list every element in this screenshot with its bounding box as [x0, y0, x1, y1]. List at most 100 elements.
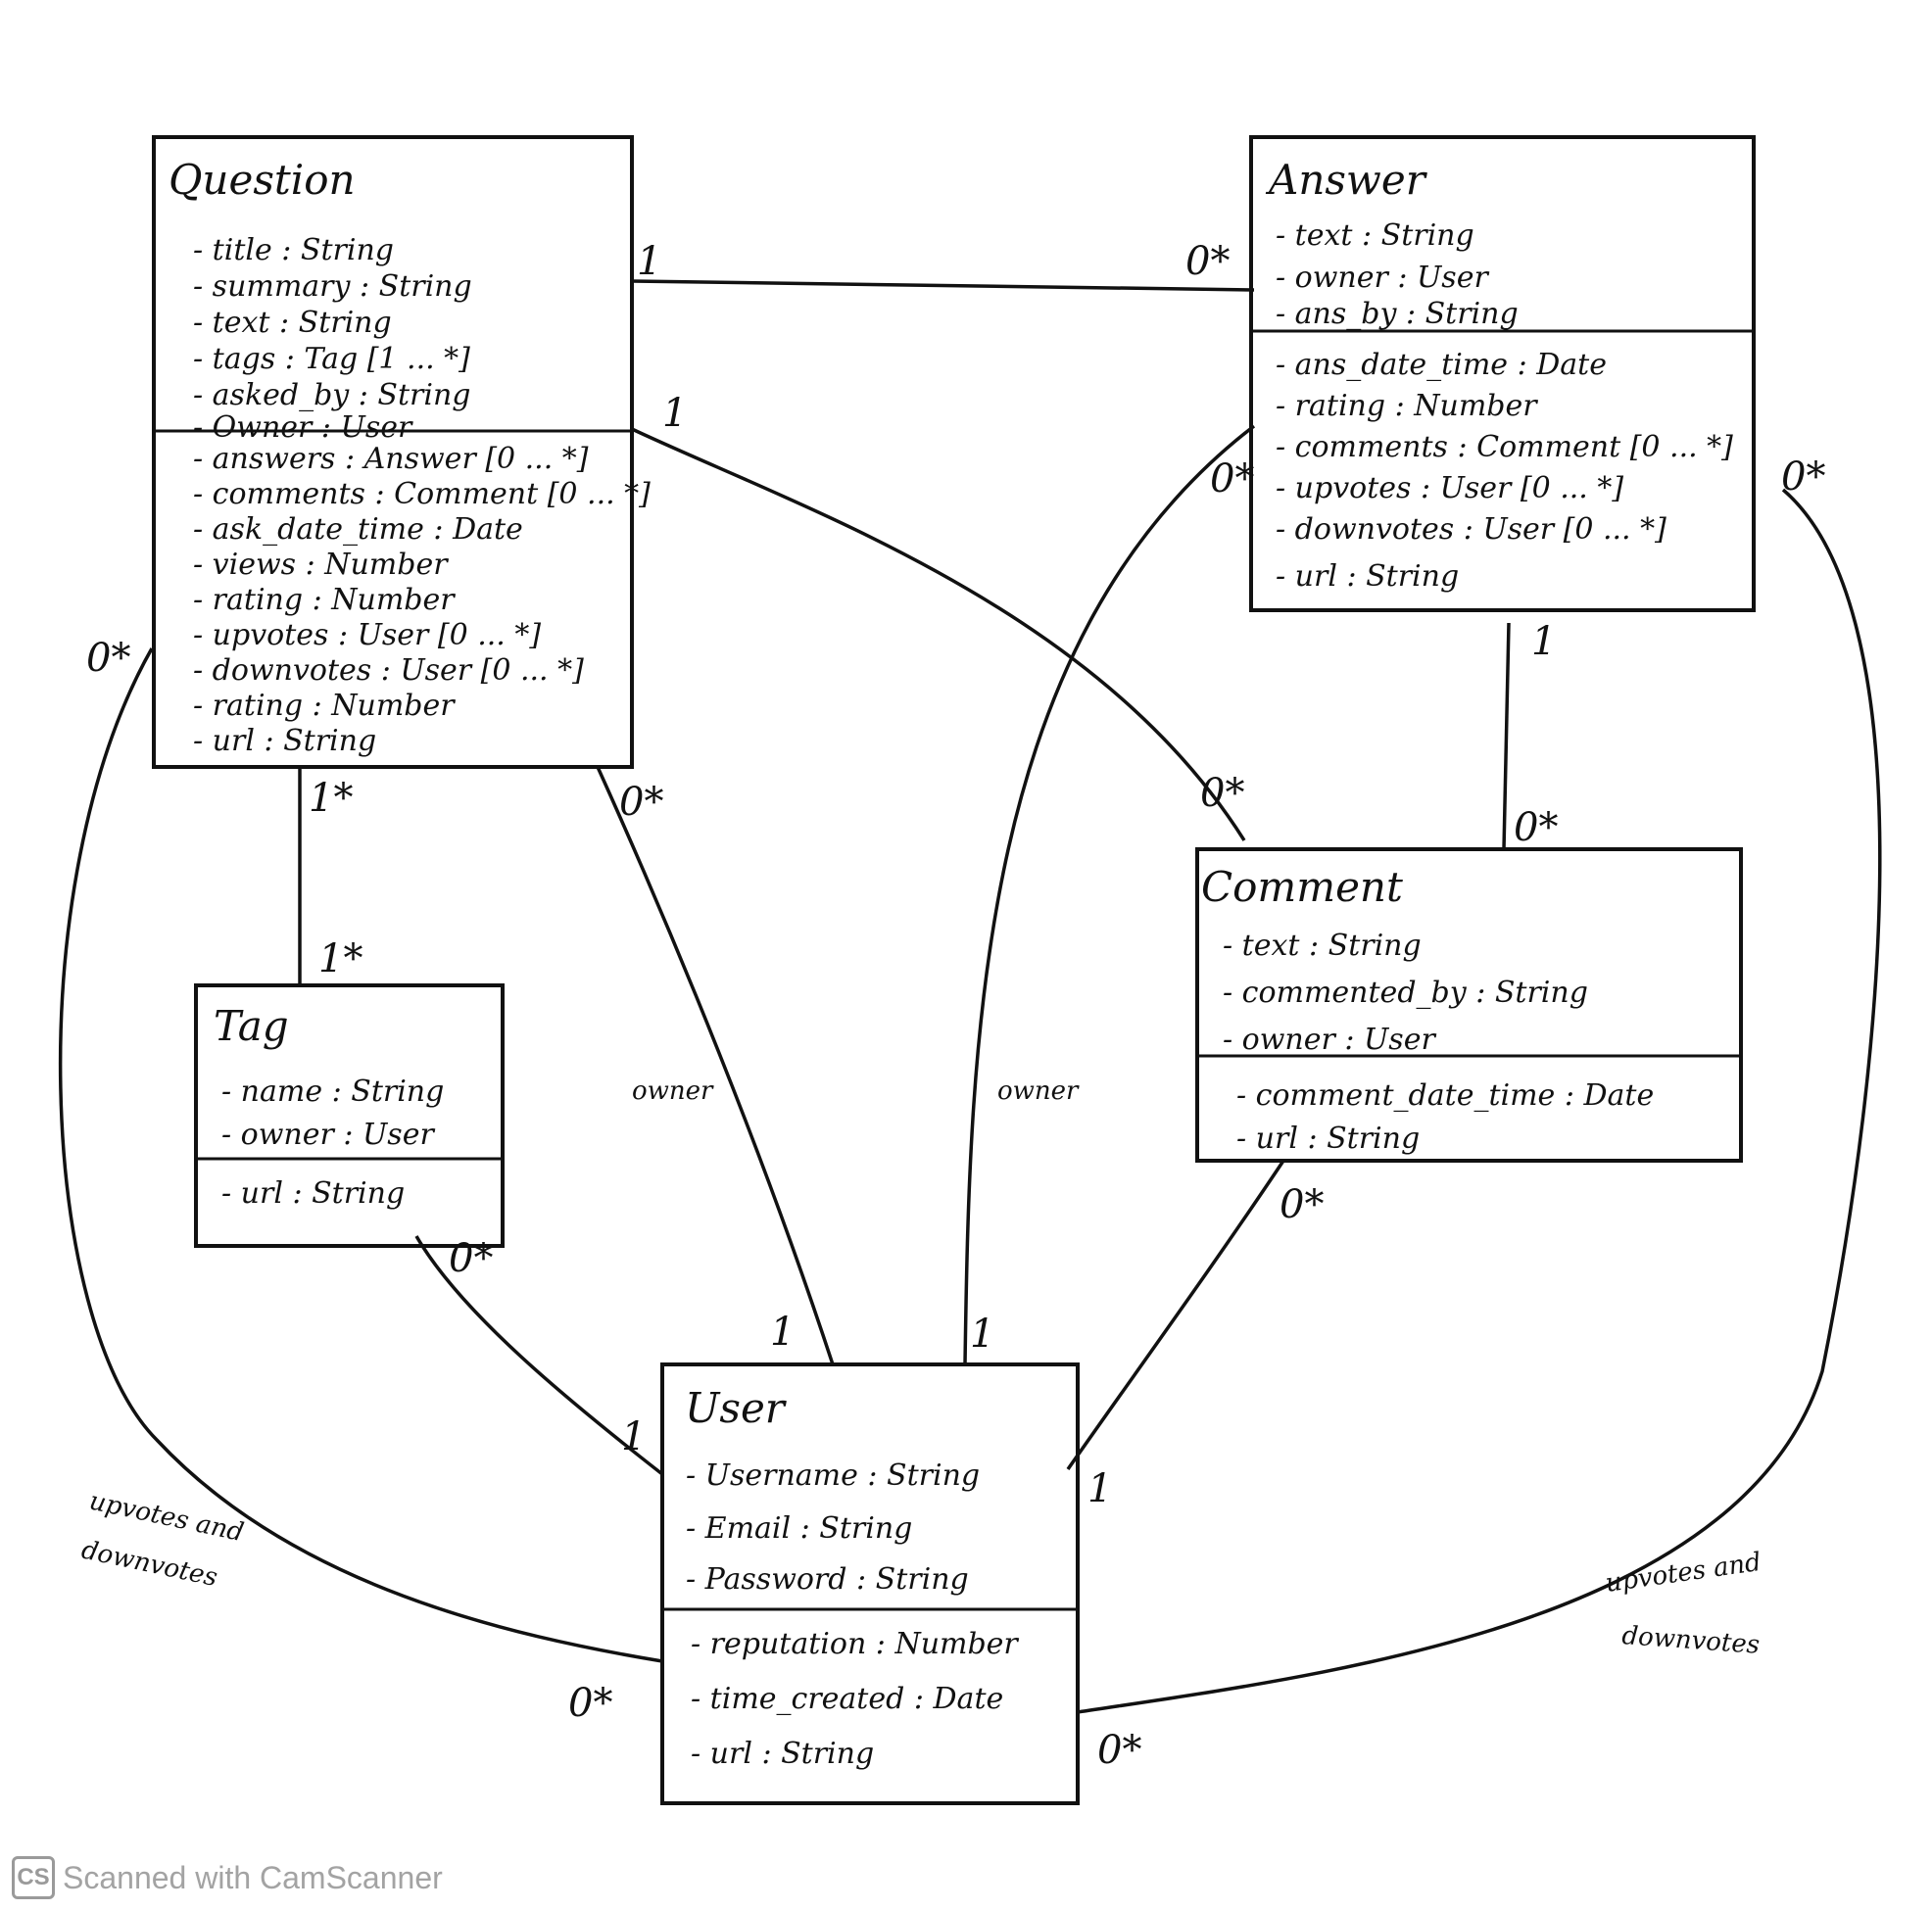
- multiplicity-label: 1: [770, 1310, 795, 1355]
- attribute: - ans_by : String: [1276, 297, 1519, 331]
- class-answer-name: Answer: [1265, 156, 1428, 204]
- multiplicities: 1 0* 1 0* 1* 1* 0* 1 1 0* 0* 1 0* 1 0* 1…: [86, 239, 1825, 1773]
- attribute: - text : String: [193, 306, 392, 340]
- class-user-methods: - reputation : Number - time_created : D…: [691, 1627, 1019, 1771]
- class-question-name: Question: [169, 156, 356, 204]
- class-question: Question - title : String - summary : St…: [152, 135, 651, 769]
- class-tag-attributes: - name : String - owner : User: [221, 1075, 444, 1152]
- assoc-answer-user: [963, 424, 1256, 1365]
- attribute: - summary : String: [193, 269, 472, 304]
- role-label: owner: [632, 1076, 714, 1106]
- class-question-box: [152, 135, 634, 769]
- class-user-name: User: [685, 1384, 788, 1432]
- assoc-answer-comment: [1502, 622, 1511, 850]
- attribute: - text : String: [1223, 929, 1422, 963]
- attribute: - url : String: [691, 1737, 874, 1771]
- class-tag: Tag - name : String - owner : User - url…: [194, 983, 505, 1248]
- multiplicity-label: 1: [621, 1414, 646, 1459]
- class-comment: Comment - text : String - commented_by :…: [1195, 847, 1743, 1163]
- attribute: - url : String: [193, 724, 376, 758]
- attribute: - commented_by : String: [1223, 976, 1588, 1010]
- role-label: owner: [997, 1076, 1080, 1106]
- class-comment-methods: - comment_date_time : Date - url : Strin…: [1236, 1078, 1654, 1156]
- role-label: downvotes: [1621, 1621, 1762, 1660]
- attribute: - asked_by : String: [193, 378, 471, 412]
- multiplicity-label: 1: [1531, 619, 1556, 664]
- multiplicity-label: 0*: [1097, 1728, 1141, 1773]
- attribute: - rating : Number: [193, 583, 456, 617]
- assoc-tag-user: [414, 1235, 664, 1476]
- attribute: - url : String: [221, 1176, 405, 1211]
- attribute: - ans_date_time : Date: [1276, 348, 1607, 382]
- attribute: - Owner : User: [193, 410, 413, 445]
- attribute: - Username : String: [686, 1458, 980, 1493]
- attribute: - views : Number: [193, 548, 449, 582]
- attribute: - owner : User: [1223, 1023, 1436, 1057]
- class-answer-methods: - ans_date_time : Date - rating : Number…: [1276, 348, 1733, 594]
- attribute: - upvotes : User [0 ... *]: [193, 618, 541, 652]
- multiplicity-label: 0*: [568, 1681, 612, 1726]
- class-comment-box: [1195, 847, 1743, 1163]
- multiplicity-label: 1: [1087, 1466, 1112, 1511]
- attribute: - comments : Comment [0 ... *]: [1276, 430, 1733, 464]
- multiplicity-label: 0*: [449, 1236, 493, 1281]
- multiplicity-label: 1: [970, 1312, 994, 1357]
- multiplicity-label: 1*: [309, 776, 353, 821]
- camscanner-logo: CS: [12, 1856, 55, 1899]
- attribute: - ask_date_time : Date: [193, 512, 523, 547]
- attribute: - url : String: [1276, 559, 1459, 594]
- multiplicity-label: 0*: [1280, 1182, 1324, 1227]
- assoc-question-answer: [631, 279, 1255, 292]
- attribute: - name : String: [221, 1075, 444, 1109]
- attribute: - comments : Comment [0 ... *]: [193, 477, 651, 511]
- role-label: upvotes and: [1604, 1548, 1763, 1599]
- class-answer-box: [1249, 135, 1756, 612]
- class-tag-box: [194, 983, 505, 1248]
- attribute: - rating : Number: [193, 689, 456, 723]
- multiplicity-label: 0*: [1200, 771, 1244, 816]
- class-question-methods: - answers : Answer [0 ... *] - comments …: [193, 442, 651, 758]
- class-user-attributes: - Username : String - Email : String - P…: [686, 1458, 980, 1597]
- attribute: - downvotes : User [0 ... *]: [1276, 512, 1666, 547]
- multiplicity-label: 0*: [86, 636, 130, 681]
- scanner-watermark: CS Scanned with CamScanner: [12, 1854, 443, 1901]
- associations: [58, 279, 1882, 1714]
- attribute: - title : String: [193, 233, 394, 267]
- multiplicity-label: 1: [662, 391, 687, 436]
- attribute: - upvotes : User [0 ... *]: [1276, 471, 1623, 505]
- attribute: - tags : Tag [1 ... *]: [193, 342, 470, 376]
- multiplicity-label: 0*: [1781, 454, 1825, 500]
- assoc-question-comment: [631, 427, 1246, 841]
- attribute: - rating : Number: [1276, 389, 1538, 423]
- attribute: - url : String: [1236, 1122, 1420, 1156]
- role-label: upvotes and: [87, 1487, 247, 1549]
- assoc-answer-user-votes: [1077, 488, 1882, 1714]
- attribute: - answers : Answer [0 ... *]: [193, 442, 589, 476]
- class-answer-attributes: - text : String - owner : User - ans_by …: [1276, 218, 1519, 331]
- watermark-text: Scanned with CamScanner: [63, 1859, 443, 1895]
- class-user-box: [660, 1362, 1080, 1805]
- attribute: - time_created : Date: [691, 1682, 1003, 1716]
- assoc-question-user: [596, 766, 835, 1365]
- role-label: downvotes: [79, 1536, 220, 1594]
- class-tag-methods: - url : String: [221, 1176, 405, 1211]
- attribute: - reputation : Number: [691, 1627, 1019, 1661]
- attribute: - comment_date_time : Date: [1236, 1078, 1654, 1113]
- attribute: - owner : User: [1276, 261, 1489, 295]
- attribute: - downvotes : User [0 ... *]: [193, 653, 584, 688]
- class-answer: Answer - text : String - owner : User - …: [1249, 135, 1756, 612]
- multiplicity-label: 0*: [1514, 805, 1558, 850]
- class-user: User - Username : String - Email : Strin…: [660, 1362, 1080, 1805]
- multiplicity-label: 0*: [1185, 239, 1230, 284]
- attribute: - Email : String: [686, 1511, 912, 1546]
- attribute: - Password : String: [686, 1562, 969, 1597]
- multiplicity-label: 0*: [1210, 456, 1254, 502]
- multiplicity-label: 1*: [318, 936, 362, 981]
- assoc-question-user-votes: [58, 647, 663, 1663]
- class-comment-name: Comment: [1201, 863, 1403, 911]
- multiplicity-label: 1: [637, 239, 661, 284]
- class-comment-attributes: - text : String - commented_by : String …: [1223, 929, 1588, 1057]
- multiplicity-label: 0*: [619, 780, 663, 825]
- attribute: - owner : User: [221, 1118, 435, 1152]
